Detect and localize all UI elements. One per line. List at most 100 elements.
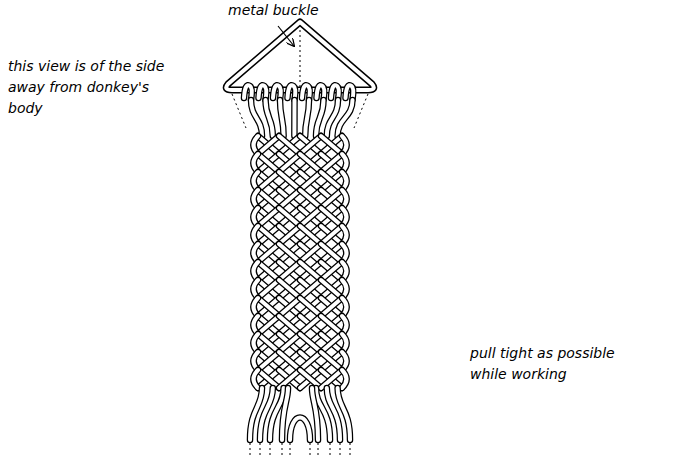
strand-outline: [300, 190, 321, 208]
strand-fill: [321, 316, 342, 334]
strand-outline: [282, 388, 288, 440]
strand-fill: [279, 244, 300, 262]
strand-fill: [321, 172, 342, 190]
strand-outline: [290, 418, 310, 441]
strand-outline: [300, 280, 321, 298]
strand-fill: [266, 100, 273, 136]
strand-fill: [258, 352, 279, 370]
strand-outline: [258, 334, 279, 352]
strand-outline: [321, 208, 342, 226]
strand-outline: [321, 298, 342, 316]
leader-arrow: [278, 26, 294, 46]
strand-outline: [258, 172, 279, 190]
strand-fill: [279, 298, 300, 316]
strand-fill: [300, 226, 321, 244]
strand-fill: [321, 244, 342, 262]
strand-fill: [300, 316, 321, 334]
strand-outline: [279, 154, 300, 172]
strand-continuation: [270, 443, 271, 458]
strand-fill: [279, 226, 300, 244]
strand-outline: [300, 352, 321, 370]
strand-fill: [279, 136, 300, 154]
strand-fill: [279, 190, 300, 208]
strand-outline: [300, 316, 321, 334]
strand-fill: [258, 226, 279, 244]
strand-outline: [279, 352, 300, 370]
strand-fill: [258, 208, 279, 226]
strand-fill: [292, 100, 296, 136]
strand-outline: [279, 136, 300, 154]
strand-fill: [290, 418, 310, 441]
strand-fill: [258, 172, 279, 190]
strand-outline: [300, 298, 321, 316]
strand-fill: [279, 208, 300, 226]
strand-fill: [321, 298, 342, 316]
strand-fill: [258, 244, 279, 262]
strand-fill: [300, 244, 321, 262]
strand-outline: [251, 100, 262, 136]
strand-fill: [254, 370, 259, 388]
strand-fill: [312, 388, 318, 440]
strand-outline: [279, 190, 300, 208]
strand-fill: [279, 280, 300, 298]
strand-outline: [321, 244, 342, 262]
strand-fill: [251, 100, 262, 136]
strand-outline: [321, 136, 342, 154]
strand-outline: [321, 298, 342, 316]
strand-fill: [279, 190, 300, 208]
strand-outline: [300, 190, 321, 208]
strand-outline: [338, 388, 350, 440]
strand-fill: [300, 208, 321, 226]
strand-fill: [279, 316, 300, 334]
strand-fill: [305, 100, 309, 136]
strand-fill: [300, 280, 321, 298]
strand-fill: [321, 298, 342, 316]
note-label: this view is of the side away from donke…: [8, 56, 168, 119]
strand-fill: [321, 226, 342, 244]
strand-outline: [321, 190, 342, 208]
strand-outline: [258, 352, 279, 370]
strand-outline: [279, 334, 300, 352]
strand-fill: [321, 226, 342, 244]
strand-fill: [300, 262, 321, 280]
strand-outline: [300, 226, 321, 244]
strand-fill: [279, 316, 300, 334]
strand-fill: [279, 226, 300, 244]
strand-outline: [279, 172, 300, 190]
strand-fill: [258, 334, 279, 352]
strand-outline: [321, 190, 342, 208]
strand-fill: [258, 352, 279, 370]
strand-fill: [321, 154, 342, 172]
strand-fill: [300, 334, 321, 352]
strand-fill: [300, 172, 321, 190]
strand-outline: [258, 136, 279, 154]
strand-outline: [321, 226, 342, 244]
strand-outline: [300, 154, 321, 172]
strand-fill: [279, 172, 300, 190]
strand-fill: [258, 298, 279, 316]
strand-continuation: [250, 443, 251, 458]
strand-fill: [321, 334, 342, 352]
strand-continuation: [260, 443, 261, 458]
strand-fill: [279, 334, 300, 352]
strand-fill: [279, 262, 300, 280]
note-label: metal buckle: [228, 0, 388, 21]
strand-fill: [258, 136, 279, 154]
strand-continuation: [340, 443, 341, 458]
strand-outline: [258, 334, 279, 352]
strand-fill: [300, 244, 321, 262]
strand-fill: [300, 280, 321, 298]
strand-fill: [258, 154, 279, 172]
strand-fill: [279, 154, 300, 172]
strand-outline: [291, 100, 298, 136]
strand-fill: [300, 190, 321, 208]
strand-fill: [258, 190, 279, 208]
strand-fill: [321, 262, 342, 280]
strand-outline: [321, 352, 342, 370]
strand-outline: [321, 334, 342, 352]
strand-outline: [279, 208, 300, 226]
strand-fill: [321, 136, 342, 154]
strand-outline: [300, 172, 321, 190]
strand-outline: [321, 352, 342, 370]
strand-outline: [258, 262, 279, 280]
